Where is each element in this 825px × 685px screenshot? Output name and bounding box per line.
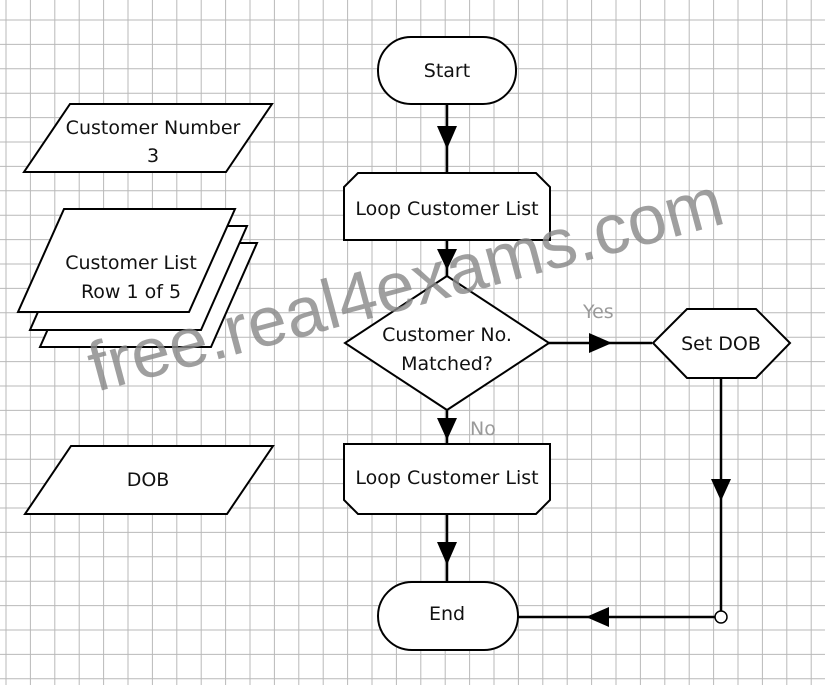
arrowhead-loop-end [437,542,457,565]
end-terminal [377,581,519,651]
dob-label: DOB [127,469,170,491]
junction-point [714,610,728,624]
dob-data [23,445,275,515]
decision-label-line2: Matched? [401,353,493,375]
loop-end-shape [343,443,551,515]
shapes [16,36,792,651]
customer-list-page-1 [16,208,237,313]
arrowheads [437,126,731,627]
start-terminal [377,36,517,105]
loop-bottom-label: Loop Customer List [355,467,538,489]
no-label: No [470,418,496,440]
customer-list-label-line1: Customer List [65,252,197,274]
yes-label: Yes [582,301,614,323]
decision-diamond [343,274,551,412]
arrowhead-decision-loop [437,418,457,440]
arrowhead-to-set-dob [589,333,612,353]
arrowhead-set-dob-down [711,479,731,501]
customer-list-label-line2: Row 1 of 5 [81,281,181,303]
arrowhead-to-end [586,607,609,627]
customer-number-data [22,103,274,173]
set-dob-label: Set DOB [681,333,761,355]
start-label: Start [424,60,470,82]
set-dob-hexagon [651,308,792,379]
customer-number-label-line1: Customer Number [66,117,241,139]
end-label: End [429,603,465,625]
loop-top-label: Loop Customer List [355,198,538,220]
arrowhead-start-loop [437,126,457,149]
arrowhead-loop-decision [437,249,457,270]
loop-start-shape [343,172,551,241]
decision-label-line1: Customer No. [382,324,512,346]
customer-number-label-line2: 3 [147,145,159,167]
